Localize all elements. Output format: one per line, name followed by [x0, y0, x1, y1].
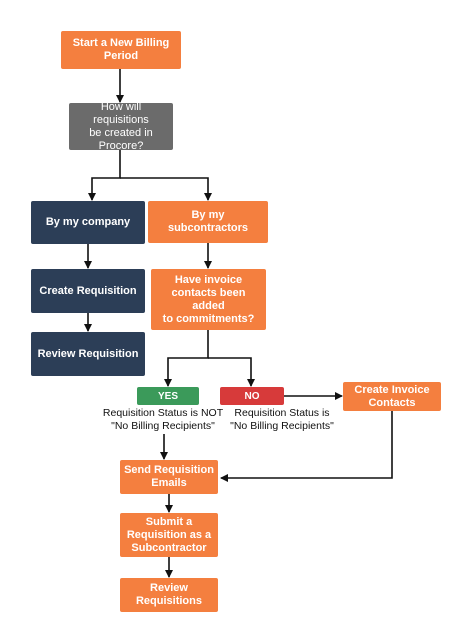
review-requisitions-node: Review Requisitions: [120, 578, 218, 612]
by-my-company-node: By my company: [31, 201, 145, 244]
create-invoice-contacts-node: Create Invoice Contacts: [343, 382, 441, 411]
create-requisition-node: Create Requisition: [31, 269, 145, 313]
invoiceq-split-yes: [164, 330, 209, 387]
no-label: NO: [220, 387, 284, 405]
arrow-invoice-to-send: [220, 411, 393, 482]
review-requisition-node: Review Requisition: [31, 332, 145, 376]
invoiceq-split-no: [208, 357, 255, 387]
yes-status-note: Requisition Status is NOT "No Billing Re…: [102, 407, 224, 432]
send-requisition-emails-node: Send Requisition Emails: [120, 460, 218, 494]
split-lines: [88, 150, 121, 201]
start-billing-period-node: Start a New Billing Period: [61, 31, 181, 69]
split-right: [120, 177, 212, 201]
by-my-subcontractors-node: By my subcontractors: [148, 201, 268, 243]
invoice-contacts-question-node: Have invoice contacts been added to comm…: [151, 269, 266, 330]
yes-label: YES: [137, 387, 199, 405]
no-status-note: Requisition Status is "No Billing Recipi…: [230, 407, 334, 432]
question-node: How will requisitions be created in Proc…: [69, 101, 173, 152]
submit-as-subcontractor-node: Submit a Requisition as a Subcontractor: [120, 513, 218, 557]
